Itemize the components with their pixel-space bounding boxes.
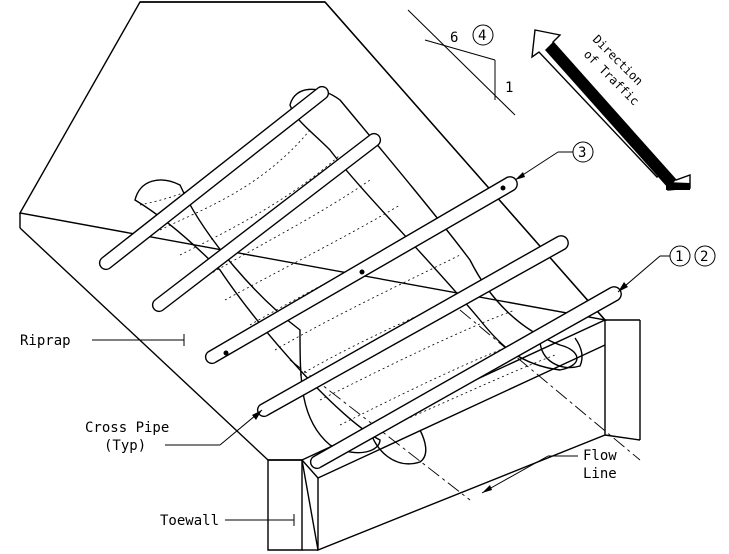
- cross-pipe: [98, 85, 330, 271]
- cross-pipe: [151, 132, 382, 313]
- flow-line-label: Flow: [583, 448, 617, 464]
- cross-pipes: [98, 85, 622, 470]
- slope-indicator: 6 1 4: [407, 9, 516, 116]
- flow-line-callout: Flow Line: [481, 448, 617, 494]
- flow-line-label-2: Line: [583, 466, 617, 482]
- cross-pipe-callout: Cross Pipe (Typ): [85, 409, 263, 454]
- front-end-wall: [301, 318, 606, 551]
- toewall-label: Toewall: [160, 513, 219, 529]
- callout-1: 1: [675, 249, 683, 265]
- cross-pipe: [204, 176, 518, 365]
- callout-4-circle: [472, 24, 494, 46]
- cross-pipe-typ-label: (Typ): [104, 438, 146, 454]
- callout-2-circle: [694, 245, 716, 267]
- direction-of-traffic-arrow: Direction of Traffic: [531, 29, 691, 191]
- callout-3: 3: [578, 145, 586, 161]
- riprap-label: Riprap: [20, 333, 71, 349]
- toewall-callout: Toewall: [160, 513, 295, 529]
- slope-rise-label: 1: [505, 80, 513, 96]
- flow-centerline-2: [459, 309, 641, 461]
- cross-pipe: [309, 286, 622, 470]
- callout-1-2-group: 1 2: [617, 245, 716, 293]
- culvert-opening: [134, 88, 583, 465]
- riprap-callout: Riprap: [20, 333, 185, 349]
- callout-2: 2: [700, 249, 708, 265]
- cross-pipe: [256, 235, 569, 418]
- callout-4: 4: [478, 28, 486, 44]
- slope-run-label: 6: [450, 30, 458, 46]
- callout-3-group: 3: [514, 141, 594, 181]
- toewall: [267, 459, 303, 551]
- concrete-slab: [18, 1, 641, 551]
- cross-pipe-label: Cross Pipe: [85, 420, 169, 436]
